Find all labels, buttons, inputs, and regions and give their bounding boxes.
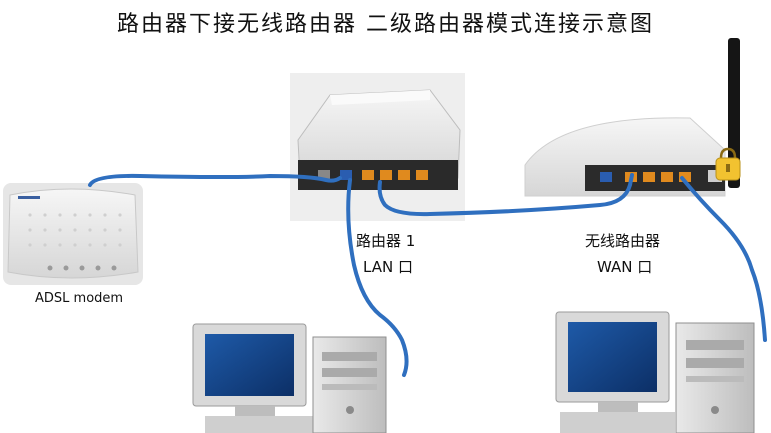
diagram-title: 路由器下接无线路由器 二级路由器模式连接示意图 xyxy=(117,12,654,37)
cable-wireless-right-pc xyxy=(680,176,767,342)
router1-label-name: 路由器 1 xyxy=(356,232,416,250)
wireless-label-name: 无线路由器 xyxy=(585,232,661,250)
modem-label: ADSL modem xyxy=(35,291,124,306)
cable-router1-wireless-wan xyxy=(377,173,634,217)
wireless-label-port: WAN 口 xyxy=(597,258,653,276)
cable-router1-left-pc xyxy=(346,178,409,377)
computer-right xyxy=(555,311,755,433)
computer-left xyxy=(192,323,387,433)
router1-label-port: LAN 口 xyxy=(363,258,413,276)
wireless-router xyxy=(524,38,740,197)
router-1 xyxy=(290,73,465,221)
adsl-modem xyxy=(3,183,143,285)
lock-icon xyxy=(715,147,741,181)
cable-modem-router1 xyxy=(88,173,342,187)
